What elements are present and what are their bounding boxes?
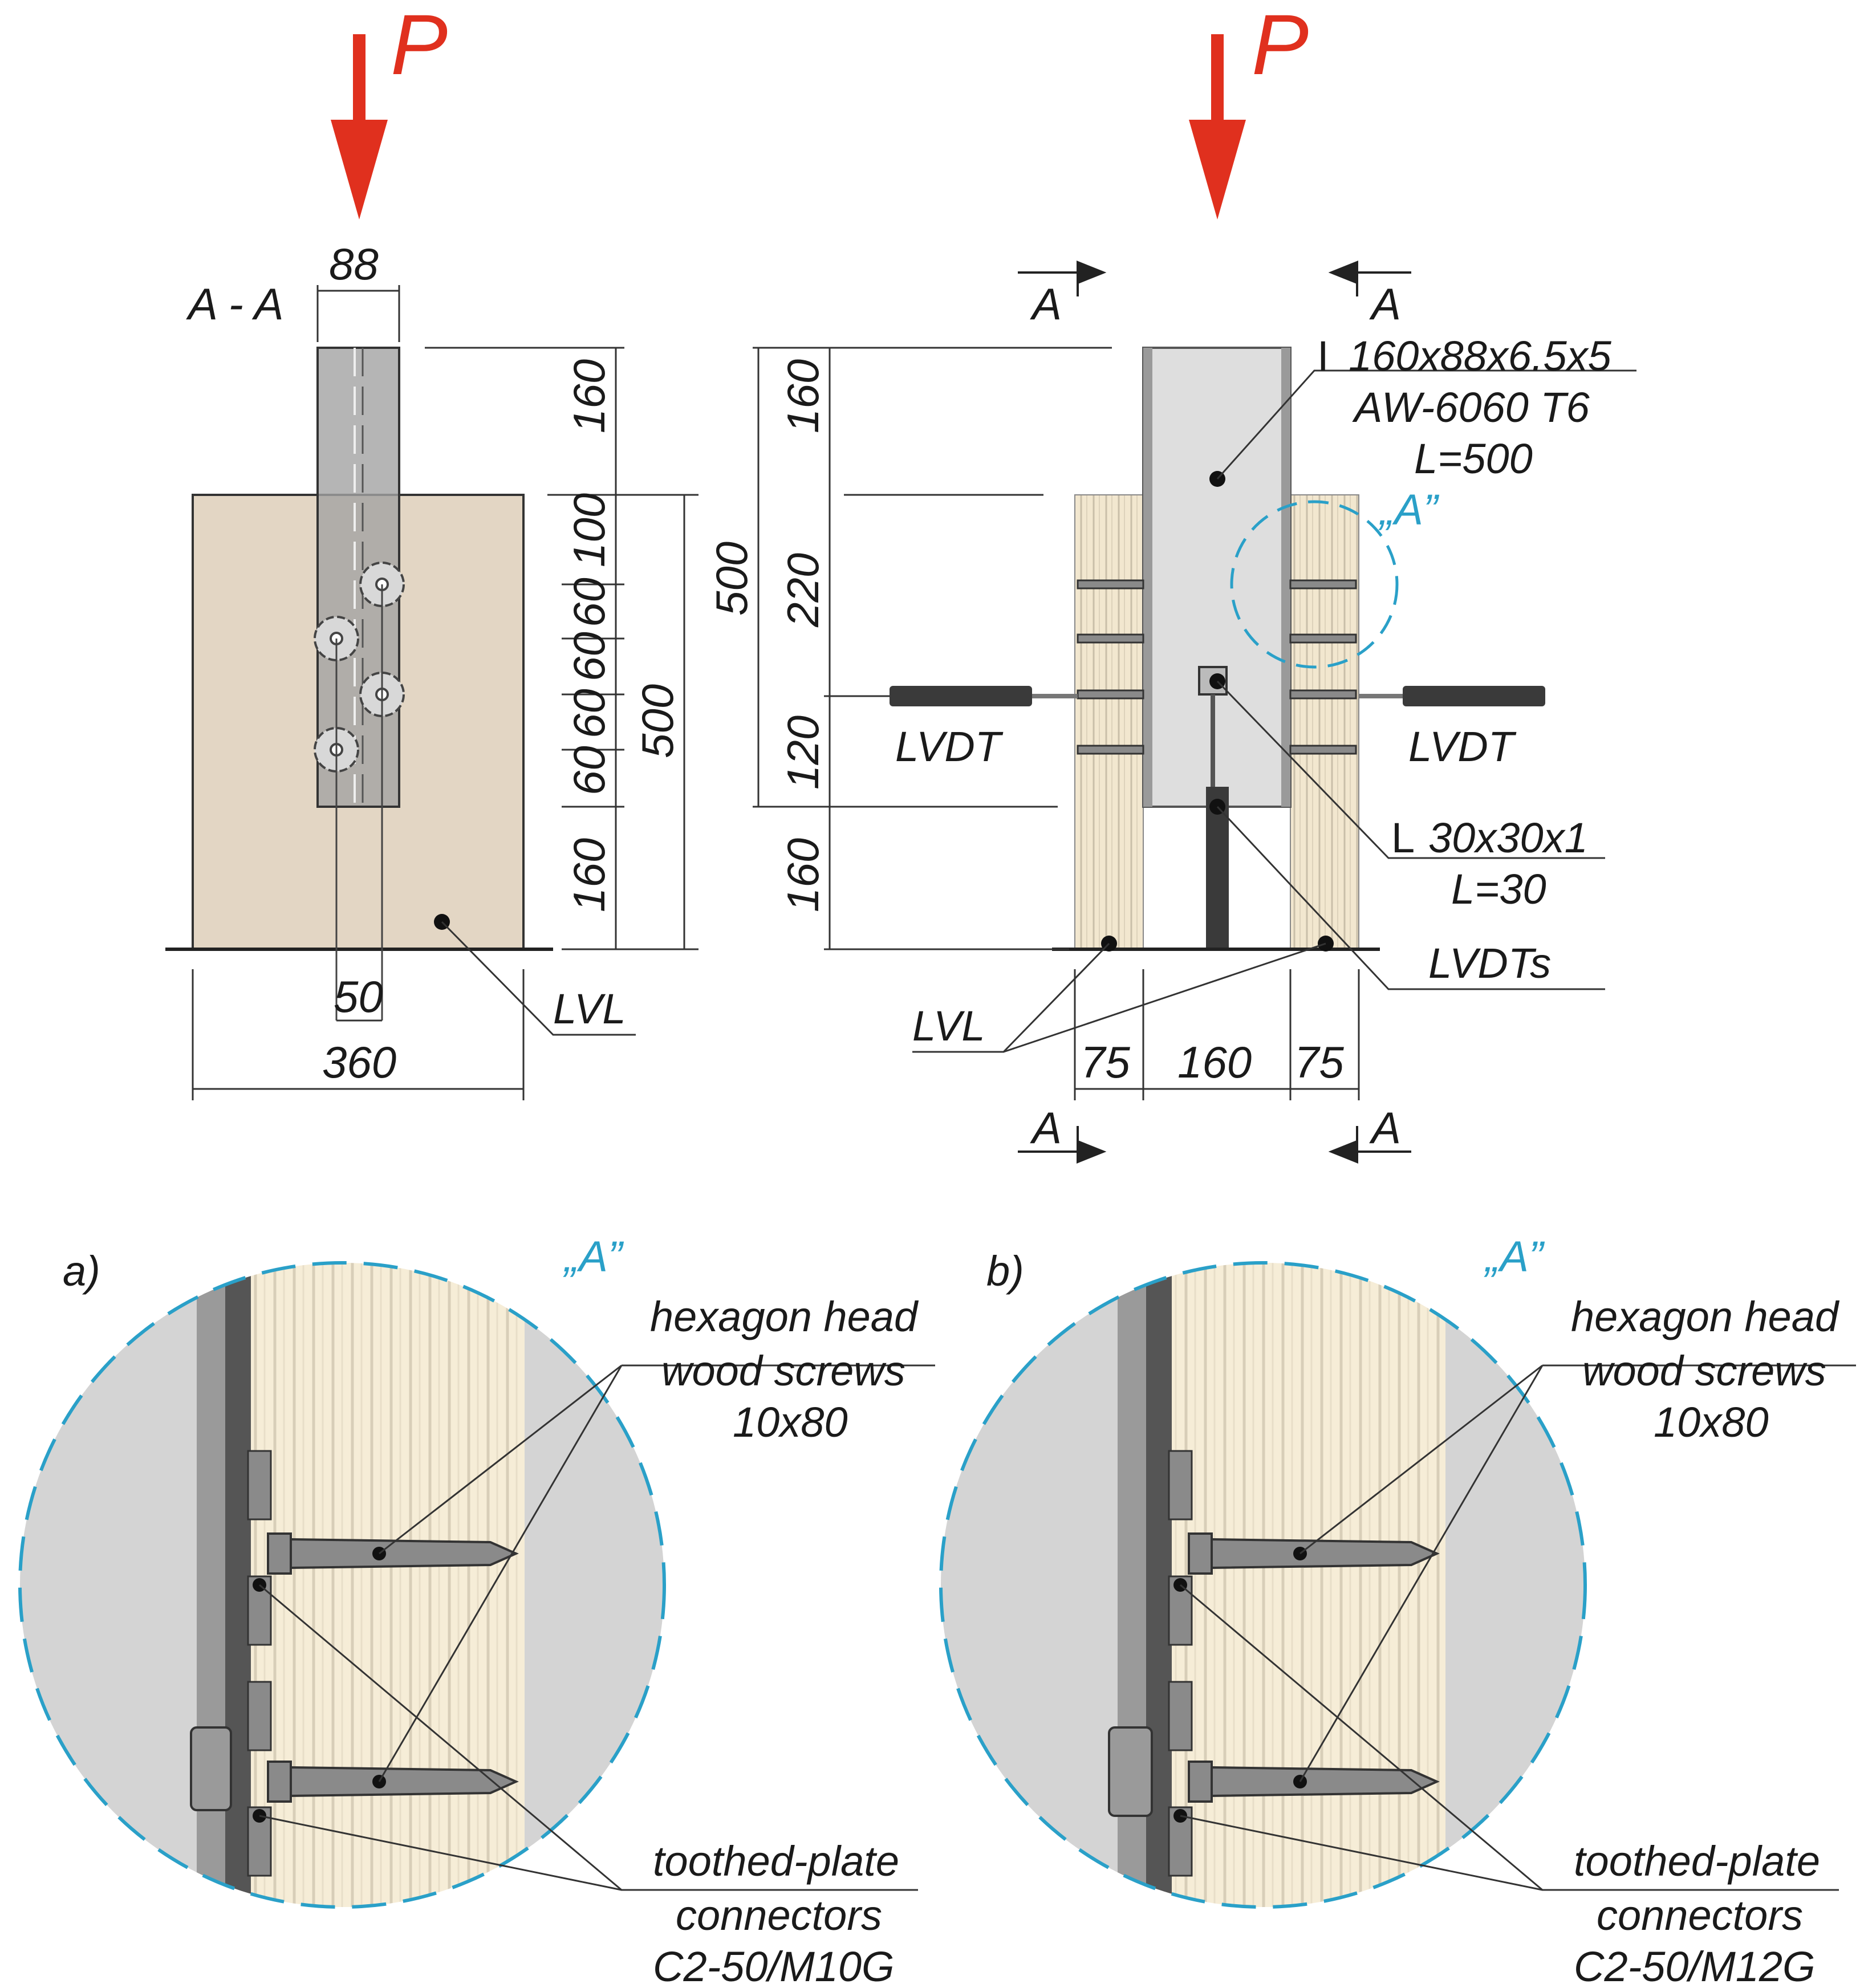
dim-height-500: 500 — [632, 684, 683, 758]
lvdt-left-body — [890, 686, 1032, 706]
hex-nut — [190, 1726, 232, 1811]
load-arrow-section — [331, 34, 388, 219]
dim-front-75-right: 75 — [1294, 1037, 1344, 1087]
dim-60-c: 60 — [564, 689, 614, 738]
label-angle-size: 30x30x1 — [1428, 814, 1588, 861]
detail-marker-a — [1230, 500, 1399, 669]
dim-top-160: 160 — [564, 359, 614, 433]
dim-60-b: 60 — [564, 632, 614, 681]
detail-b-screws-2: wood screws — [1582, 1347, 1826, 1395]
hex-nut — [1108, 1726, 1153, 1817]
lvl-member-left — [1074, 494, 1144, 950]
detail-a-screws-3: 10x80 — [733, 1398, 848, 1446]
cut-mark-a-br: A — [1369, 1103, 1401, 1153]
angle-symbol: L — [1391, 814, 1415, 861]
dim-front-160-top: 160 — [778, 359, 828, 433]
label-lvdt-right: LVDT — [1408, 723, 1517, 770]
section-title: A - A — [186, 279, 284, 329]
detail-a-conn-1: toothed-plate — [653, 1837, 899, 1885]
label-angle-length: L=30 — [1451, 865, 1546, 913]
dim-60-d: 60 — [564, 746, 614, 795]
detail-b-screws-1: hexagon head — [1571, 1293, 1840, 1340]
dim-spacing-50: 50 — [334, 971, 383, 1022]
dim-front-220: 220 — [778, 553, 828, 628]
detail-a-conn-3: C2-50/M10G — [653, 1943, 895, 1988]
detail-b-circle-tag: „A” — [1484, 1233, 1545, 1281]
cut-mark-a-bl: A — [1030, 1103, 1062, 1153]
label-profile-alloy: AW-6060 T6 — [1352, 384, 1590, 431]
detail-b-tag: b) — [986, 1247, 1024, 1295]
lvdt-right-body — [1403, 686, 1545, 706]
wood-screw — [1188, 1532, 1440, 1803]
label-lvl-front: LVL — [912, 1002, 985, 1050]
toothed-plate-teeth — [1168, 1450, 1193, 1877]
detail-a-tag: a) — [63, 1247, 100, 1295]
dim-front-120: 120 — [778, 715, 828, 790]
front-view: P A A A A — [706, 0, 1636, 1164]
section-view: P A - A 88 — [165, 0, 699, 1100]
detail-b-conn-2: connectors — [1597, 1892, 1803, 1939]
label-profile-length: L=500 — [1414, 435, 1533, 482]
detail-tag-front: „A” — [1378, 486, 1440, 534]
detail-a: a) „A” hexagon head wood screws — [18, 1233, 935, 1988]
detail-b-conn-3: C2-50/M12G — [1574, 1943, 1816, 1988]
wood-screw — [267, 1532, 519, 1803]
dim-front-160-bottom: 160 — [778, 838, 828, 912]
lvl-member-right — [1290, 494, 1359, 950]
cut-mark-a-tr: A — [1369, 279, 1401, 329]
cut-mark-a-tl: A — [1030, 279, 1062, 329]
dim-front-75-left: 75 — [1081, 1037, 1130, 1087]
dim-front-500: 500 — [706, 542, 757, 616]
detail-a-conn-2: connectors — [676, 1892, 882, 1939]
dim-60-a: 60 — [564, 578, 614, 627]
detail-a-screws-1: hexagon head — [650, 1293, 919, 1340]
label-profile-size: 160x88x6.5x5 — [1349, 332, 1612, 380]
detail-a-circle-tag: „A” — [563, 1233, 624, 1281]
detail-b-screws-3: 10x80 — [1654, 1398, 1769, 1446]
load-label-front: P — [1252, 0, 1309, 92]
dim-base-360: 360 — [322, 1037, 396, 1087]
aluminium-profile-front — [1142, 347, 1292, 808]
toothed-plate-teeth — [247, 1450, 272, 1877]
label-lvdt-left: LVDT — [895, 723, 1004, 770]
detail-b: b) „A” hexagon head wood screws — [939, 1233, 1856, 1988]
dim-front-160-center: 160 — [1177, 1037, 1252, 1087]
dim-width-88: 88 — [329, 239, 379, 289]
load-label-section: P — [391, 0, 448, 92]
detail-b-conn-1: toothed-plate — [1574, 1837, 1820, 1885]
profile-symbol: I — [1317, 332, 1329, 380]
load-arrow-front — [1189, 34, 1246, 219]
detail-a-screws-2: wood screws — [661, 1347, 905, 1395]
dim-bottom-160: 160 — [564, 838, 614, 912]
label-lvdts: LVDTs — [1428, 940, 1551, 987]
label-lvl-section: LVL — [553, 985, 626, 1032]
dim-100: 100 — [564, 493, 614, 567]
